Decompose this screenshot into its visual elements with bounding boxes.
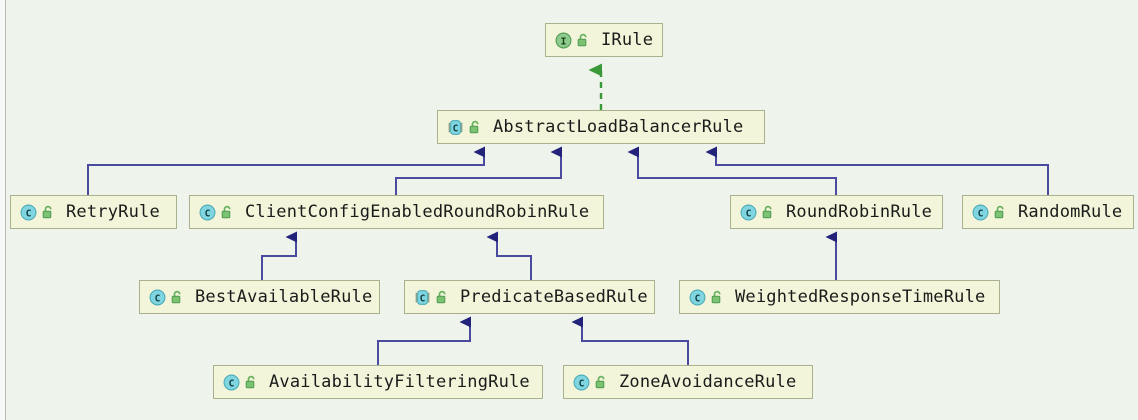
- svg-text:C: C: [420, 293, 426, 304]
- canvas-left-gutter: [0, 0, 6, 420]
- class-icon: C: [689, 289, 706, 305]
- class-node-predicatebasedrule[interactable]: C PredicateBasedRule: [404, 280, 655, 314]
- class-node-irule[interactable]: I IRule: [545, 23, 663, 57]
- class-name-label: ClientConfigEnabledRoundRobinRule: [245, 202, 590, 222]
- edge-zoneavoidancerule-to-predicatebasedrule: [571, 316, 689, 365]
- unlocked-padlock-icon: [469, 120, 479, 133]
- class-name-label: IRule: [601, 30, 654, 50]
- edge-bestavailablerule-to-clientconfigenabledroundrobinrule: [261, 231, 297, 280]
- class-name-label: WeightedResponseTimeRule: [735, 287, 986, 307]
- unlocked-padlock-icon: [994, 205, 1004, 218]
- class-node-availabilityfilteringrule[interactable]: C AvailabilityFilteringRule: [213, 365, 543, 399]
- svg-text:C: C: [453, 123, 459, 134]
- edge-roundrobinrule-to-abstractloadbalancerrule: [627, 146, 837, 195]
- class-node-roundrobinrule[interactable]: C RoundRobinRule: [730, 195, 943, 229]
- class-icon: C: [199, 204, 216, 220]
- class-icon: C: [740, 204, 757, 220]
- class-name-label: AbstractLoadBalancerRule: [493, 117, 744, 137]
- svg-text:C: C: [695, 293, 701, 304]
- node-icons-bestavailablerule: C: [149, 289, 184, 306]
- class-name-label: BestAvailableRule: [195, 287, 373, 307]
- unlocked-padlock-icon: [762, 205, 772, 218]
- svg-text:C: C: [746, 208, 752, 219]
- unlocked-padlock-icon: [245, 375, 255, 388]
- node-icons-roundrobinrule: C: [740, 204, 775, 221]
- node-icons-predicatebasedrule: C: [414, 289, 449, 306]
- class-name-label: AvailabilityFilteringRule: [269, 372, 530, 392]
- edge-clientconfigenabledroundrobinrule-to-abstractloadbalancerrule: [395, 146, 562, 195]
- unlocked-padlock-icon: [171, 290, 181, 303]
- class-icon: C: [223, 374, 240, 390]
- class-name-label: PredicateBasedRule: [460, 287, 648, 307]
- class-icon: C: [573, 374, 590, 390]
- svg-text:I: I: [561, 36, 567, 47]
- svg-text:C: C: [155, 293, 161, 304]
- class-name-label: RoundRobinRule: [786, 202, 933, 222]
- svg-text:C: C: [26, 208, 32, 219]
- class-name-label: RetryRule: [66, 202, 160, 222]
- interface-icon: I: [555, 32, 572, 48]
- unlocked-padlock-icon: [436, 290, 446, 303]
- node-icons-availabilityfilteringrule: C: [223, 374, 258, 391]
- svg-text:C: C: [229, 378, 235, 389]
- svg-text:C: C: [579, 378, 585, 389]
- edge-retryrule-to-abstractloadbalancerrule: [87, 146, 485, 195]
- svg-text:C: C: [205, 208, 211, 219]
- class-node-clientconfigenabledroundrobinrule[interactable]: C ClientConfigEnabledRoundRobinRule: [189, 195, 604, 229]
- class-node-weightedresponsetimerule[interactable]: C WeightedResponseTimeRule: [679, 280, 1000, 314]
- unlocked-padlock-icon: [595, 375, 605, 388]
- abstract-class-icon: C: [415, 289, 430, 305]
- abstract-class-icon: C: [448, 119, 463, 135]
- unlocked-padlock-icon: [577, 33, 587, 46]
- node-icons-weightedresponsetimerule: C: [689, 289, 724, 306]
- unlocked-padlock-icon: [711, 290, 721, 303]
- edge-predicatebasedrule-to-clientconfigenabledroundrobinrule: [486, 231, 532, 280]
- class-name-label: ZoneAvoidanceRule: [619, 372, 797, 392]
- class-node-zoneavoidancerule[interactable]: C ZoneAvoidanceRule: [563, 365, 813, 399]
- class-node-bestavailablerule[interactable]: C BestAvailableRule: [139, 280, 380, 314]
- unlocked-padlock-icon: [42, 205, 52, 218]
- node-icons-zoneavoidancerule: C: [573, 374, 608, 391]
- edge-availabilityfilteringrule-to-predicatebasedrule: [377, 316, 471, 365]
- unlocked-padlock-icon: [221, 205, 231, 218]
- node-icons-clientconfigenabledroundrobinrule: C: [199, 204, 234, 221]
- class-node-abstractloadbalancerrule[interactable]: C AbstractLoadBalancerRule: [437, 110, 765, 144]
- class-icon: C: [972, 204, 989, 220]
- edge-randomrule-to-abstractloadbalancerrule: [705, 146, 1049, 195]
- node-icons-abstractloadbalancerrule: C: [447, 119, 482, 136]
- class-icon: C: [149, 289, 166, 305]
- node-icons-randomrule: C: [972, 204, 1007, 221]
- class-name-label: RandomRule: [1018, 202, 1123, 222]
- class-icon: C: [20, 204, 37, 220]
- node-icons-irule: I: [555, 32, 590, 49]
- class-node-retryrule[interactable]: C RetryRule: [10, 195, 177, 229]
- node-icons-retryrule: C: [20, 204, 55, 221]
- class-node-randomrule[interactable]: C RandomRule: [962, 195, 1134, 229]
- svg-text:C: C: [978, 208, 984, 219]
